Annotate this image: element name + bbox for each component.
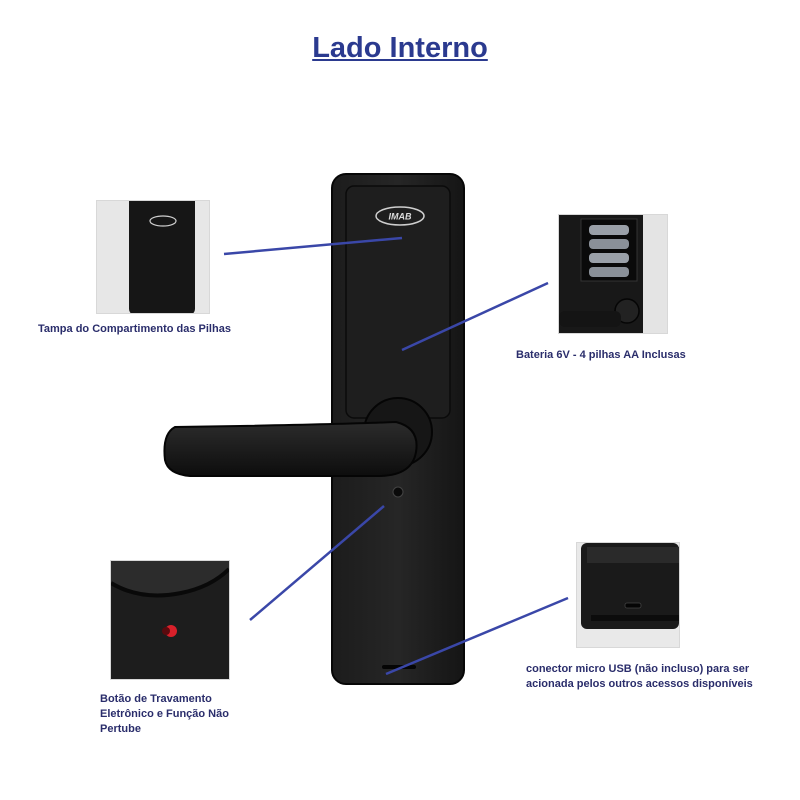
brand-text: IMAB bbox=[389, 212, 412, 222]
battery-cell bbox=[589, 225, 629, 235]
lock-button bbox=[392, 486, 404, 498]
caption-lock-button: Botão de Travamento Eletrônico e Função … bbox=[100, 693, 229, 735]
lock-illustration: IMAB bbox=[150, 170, 480, 690]
caption-usb: conector micro USB (não incluso) para se… bbox=[526, 663, 753, 690]
leader-line-lock-button bbox=[249, 505, 385, 621]
caption-battery: Bateria 6V - 4 pilhas AA Inclusas bbox=[516, 349, 686, 361]
battery-cover-thumbnail bbox=[96, 200, 210, 314]
brand-logo bbox=[375, 206, 425, 226]
page-title: Lado Interno bbox=[312, 32, 488, 64]
battery-compartment-thumbnail bbox=[558, 214, 668, 334]
lever-handle bbox=[163, 420, 418, 477]
leader-line-usb bbox=[385, 596, 569, 676]
battery-cell bbox=[589, 267, 629, 277]
leader-line-battery bbox=[401, 281, 549, 352]
usb-connector-thumbnail bbox=[576, 542, 680, 648]
caption-battery-cover: Tampa do Compartimento das Pilhas bbox=[38, 323, 231, 335]
battery-cell bbox=[589, 239, 629, 249]
leader-line-battery-cover bbox=[223, 236, 403, 256]
lock-button-thumbnail bbox=[110, 560, 230, 680]
battery-cell bbox=[589, 253, 629, 263]
